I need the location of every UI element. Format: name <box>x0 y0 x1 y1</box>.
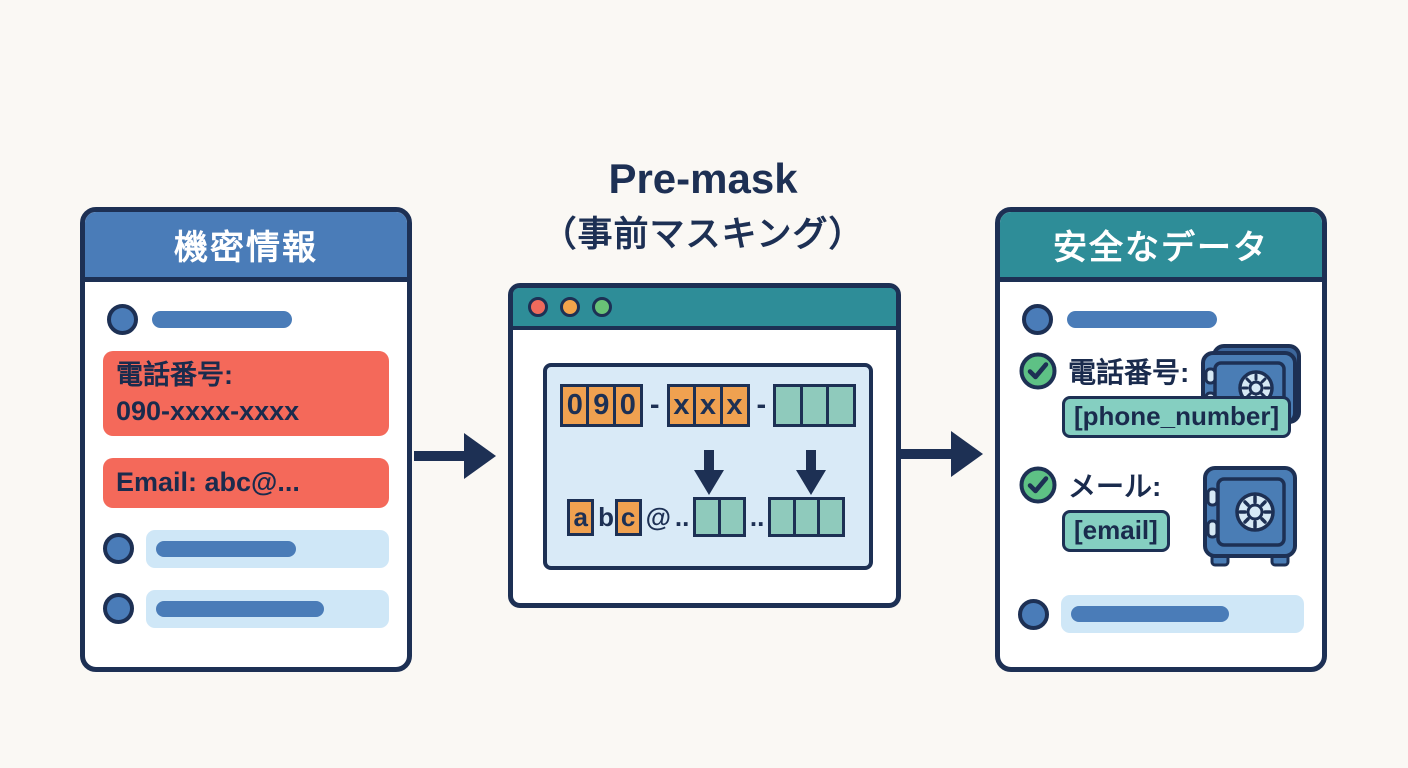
empty-cell <box>717 497 746 537</box>
diagram-title: Pre-mask （事前マスキング） <box>453 155 953 257</box>
check-circle-icon <box>1019 352 1057 390</box>
masking-canvas: 0 9 0 - x x x - a <box>543 363 873 570</box>
text-line-placeholder <box>1067 311 1217 328</box>
mask-cell: x <box>719 384 750 427</box>
phone-safe-row: 電話番号: [phone_number] <box>1018 344 1304 449</box>
empty-cell <box>799 384 830 427</box>
mask-cell: x <box>693 384 723 427</box>
digit-cell: 0 <box>559 384 590 427</box>
skeleton-row <box>103 589 389 628</box>
sensitive-panel-title: 機密情報 <box>85 212 407 282</box>
skeleton-track <box>146 589 389 628</box>
dash-separator: - <box>649 389 660 421</box>
sensitive-data-panel: 機密情報 電話番号: 090-xxxx-xxxx Email: abc@... <box>80 207 412 672</box>
sensitive-panel-body: 電話番号: 090-xxxx-xxxx Email: abc@... <box>85 282 407 628</box>
phone-masking-row: 0 9 0 - x x x - <box>547 384 869 427</box>
email-redflag-box: Email: abc@... <box>103 458 389 508</box>
mask-cell: x <box>666 384 697 427</box>
avatar-icon <box>107 304 138 335</box>
skeleton-bar <box>156 600 324 617</box>
traffic-light-green-icon <box>592 297 612 317</box>
email-safe-line: メール: <box>1018 465 1304 505</box>
skeleton-bar <box>156 540 296 557</box>
skeleton-row <box>103 529 389 568</box>
email-empty-cells-1 <box>693 497 746 537</box>
avatar-icon <box>103 533 134 565</box>
char-plain: b <box>598 501 615 532</box>
phone-empty-cells <box>773 384 857 427</box>
safe-data-panel: 安全なデータ <box>995 207 1327 672</box>
check-circle-icon <box>1019 466 1057 504</box>
empty-cell <box>817 497 846 537</box>
ellipsis: .. <box>749 501 765 532</box>
diagram-title-ja: （事前マスキング） <box>541 215 865 254</box>
phone-label: 電話番号: <box>116 360 233 390</box>
skeleton-track <box>146 529 389 568</box>
masking-browser-window: 0 9 0 - x x x - a <box>508 283 901 608</box>
avatar-icon <box>103 593 134 625</box>
text-line-placeholder <box>152 311 292 328</box>
skeleton-track <box>1061 595 1304 633</box>
phone-value: 090-xxxx-xxxx <box>116 395 300 426</box>
email-safe-row: メール: [email] <box>1018 465 1304 575</box>
skeleton-row <box>1018 595 1304 633</box>
email-label: メール: <box>1068 471 1162 502</box>
placeholder-user-row <box>107 304 389 335</box>
digit-cell: 9 <box>586 384 617 427</box>
empty-cell <box>826 384 857 427</box>
diagram-title-en: Pre-mask <box>608 155 798 202</box>
phone-prefix-cells: 0 9 0 <box>559 384 643 427</box>
phone-token-tag: [phone_number] <box>1062 396 1292 438</box>
browser-titlebar <box>513 288 896 330</box>
empty-cell <box>773 384 804 427</box>
traffic-light-red-icon <box>528 297 548 317</box>
traffic-light-orange-icon <box>560 297 580 317</box>
phone-safe-line: 電話番号: <box>1018 351 1304 391</box>
safe-panel-title: 安全なデータ <box>1000 212 1322 282</box>
flow-arrow-right-icon <box>901 431 983 477</box>
char-cell: c <box>614 498 642 536</box>
placeholder-user-row <box>1022 304 1304 335</box>
digit-cell: 0 <box>612 384 643 427</box>
char-cell: a <box>567 498 595 536</box>
avatar-icon <box>1018 598 1049 630</box>
mask-down-arrow-icon <box>796 450 826 495</box>
at-symbol: @ <box>645 501 671 532</box>
safe-panel-body: 電話番号: [phone_number] <box>1000 282 1322 633</box>
email-empty-cells-2 <box>768 497 846 537</box>
email-token-tag: [email] <box>1062 510 1170 552</box>
flow-arrow-left-icon <box>414 433 496 479</box>
phone-label: 電話番号: <box>1068 357 1190 388</box>
empty-cell <box>693 497 722 537</box>
email-masking-row: a b c @ .. .. <box>547 497 869 537</box>
safe-vault-icon <box>1202 465 1300 572</box>
dash-separator: - <box>756 389 767 421</box>
phone-masked-cells: x x x <box>666 384 750 427</box>
phone-number-redflag-box: 電話番号: 090-xxxx-xxxx <box>103 351 389 437</box>
skeleton-bar <box>1071 606 1230 622</box>
avatar-icon <box>1022 304 1053 335</box>
mask-down-arrow-icon <box>694 450 724 495</box>
ellipsis: .. <box>674 501 690 532</box>
